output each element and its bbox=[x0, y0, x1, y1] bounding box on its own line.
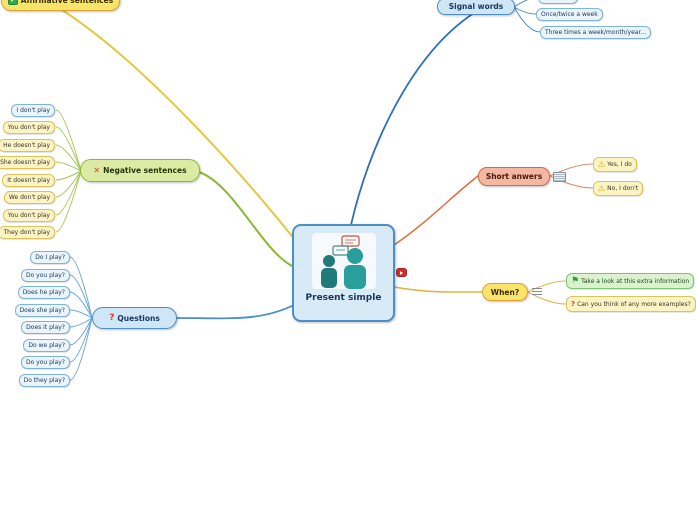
subtopic-question-2[interactable]: Does he play? bbox=[17, 286, 70, 299]
topic-negative-sentences[interactable]: ✕ Negative sentences bbox=[80, 159, 200, 182]
conversation-illustration bbox=[311, 233, 376, 289]
subtopic-label: Yes, I do bbox=[607, 161, 632, 168]
check-icon: ✔ bbox=[7, 0, 18, 5]
topic-when[interactable]: When? bbox=[482, 283, 528, 301]
subtopic-question-3[interactable]: Does she play? bbox=[14, 304, 70, 317]
subtopic-negative-4[interactable]: It doesn't play bbox=[2, 174, 55, 187]
table-attachment-icon[interactable] bbox=[553, 172, 566, 182]
topic-label: Signal words bbox=[448, 2, 504, 11]
subtopic-negative-7[interactable]: They don't play bbox=[0, 226, 55, 239]
topic-label: Short anwers bbox=[485, 172, 543, 181]
topic-label: Affirmative sentences bbox=[20, 0, 114, 5]
subtopic-negative-1[interactable]: You don't play bbox=[2, 121, 55, 134]
flag-icon: ⚑ bbox=[571, 276, 580, 286]
video-attachment-icon[interactable] bbox=[396, 268, 407, 277]
topic-affirmative-sentences[interactable]: ✔ Affirmative sentences bbox=[1, 0, 120, 11]
topic-short-answers[interactable]: Short anwers bbox=[478, 167, 550, 186]
subtopic-short-answer-1[interactable]: ⚠ No, I don't bbox=[593, 181, 644, 196]
subtopic-question-5[interactable]: Do we play? bbox=[23, 339, 70, 352]
warning-icon: ⚠ bbox=[598, 160, 606, 169]
subtopic-signal-0[interactable]: Once/twice a week bbox=[536, 8, 603, 21]
subtopic-question-1[interactable]: Do you play? bbox=[20, 269, 70, 282]
subtopic-signal-cutoff[interactable] bbox=[538, 0, 578, 4]
subtopic-negative-2[interactable]: He doesn't play bbox=[0, 139, 55, 152]
subtopic-signal-1[interactable]: Three times a week/month/year... bbox=[540, 26, 652, 39]
subtopic-negative-0[interactable]: I don't play bbox=[11, 104, 55, 117]
central-topic-present-simple[interactable]: Present simple bbox=[292, 224, 395, 322]
subtopic-when-1[interactable]: ? Can you think of any more examples? bbox=[566, 296, 696, 312]
subtopic-when-0[interactable]: ⚑ Take a look at this extra information bbox=[566, 273, 695, 289]
notes-icon[interactable] bbox=[532, 288, 542, 296]
topic-label: When? bbox=[490, 287, 520, 297]
x-icon: ✕ bbox=[93, 166, 101, 175]
subtopic-negative-3[interactable]: She doesn't play bbox=[0, 156, 55, 169]
subtopic-negative-5[interactable]: We don't play bbox=[3, 191, 55, 204]
play-icon bbox=[400, 270, 403, 275]
subtopic-label: Can you think of any more examples? bbox=[577, 300, 691, 308]
subtopic-negative-6[interactable]: You don't play bbox=[2, 209, 55, 222]
subtopic-question-6[interactable]: Do you play? bbox=[20, 356, 70, 369]
subtopic-short-answer-0[interactable]: ⚠ Yes, I do bbox=[593, 157, 637, 172]
question-icon: ? bbox=[109, 313, 115, 323]
topic-label: Negative sentences bbox=[103, 166, 187, 175]
topic-signal-words[interactable]: Signal words bbox=[437, 0, 515, 15]
subtopic-label: Take a look at this extra information bbox=[581, 277, 690, 285]
subtopic-question-7[interactable]: Do they play? bbox=[18, 374, 70, 387]
subtopic-question-0[interactable]: Do I play? bbox=[30, 251, 70, 264]
topic-questions[interactable]: ? Questions bbox=[92, 307, 177, 329]
central-topic-label: Present simple bbox=[305, 293, 382, 303]
topic-label: Questions bbox=[117, 313, 160, 323]
subtopic-question-4[interactable]: Does it play? bbox=[21, 321, 70, 334]
question-icon: ? bbox=[571, 300, 576, 308]
subtopic-label: No, I don't bbox=[607, 185, 639, 192]
warning-icon: ⚠ bbox=[598, 184, 606, 193]
